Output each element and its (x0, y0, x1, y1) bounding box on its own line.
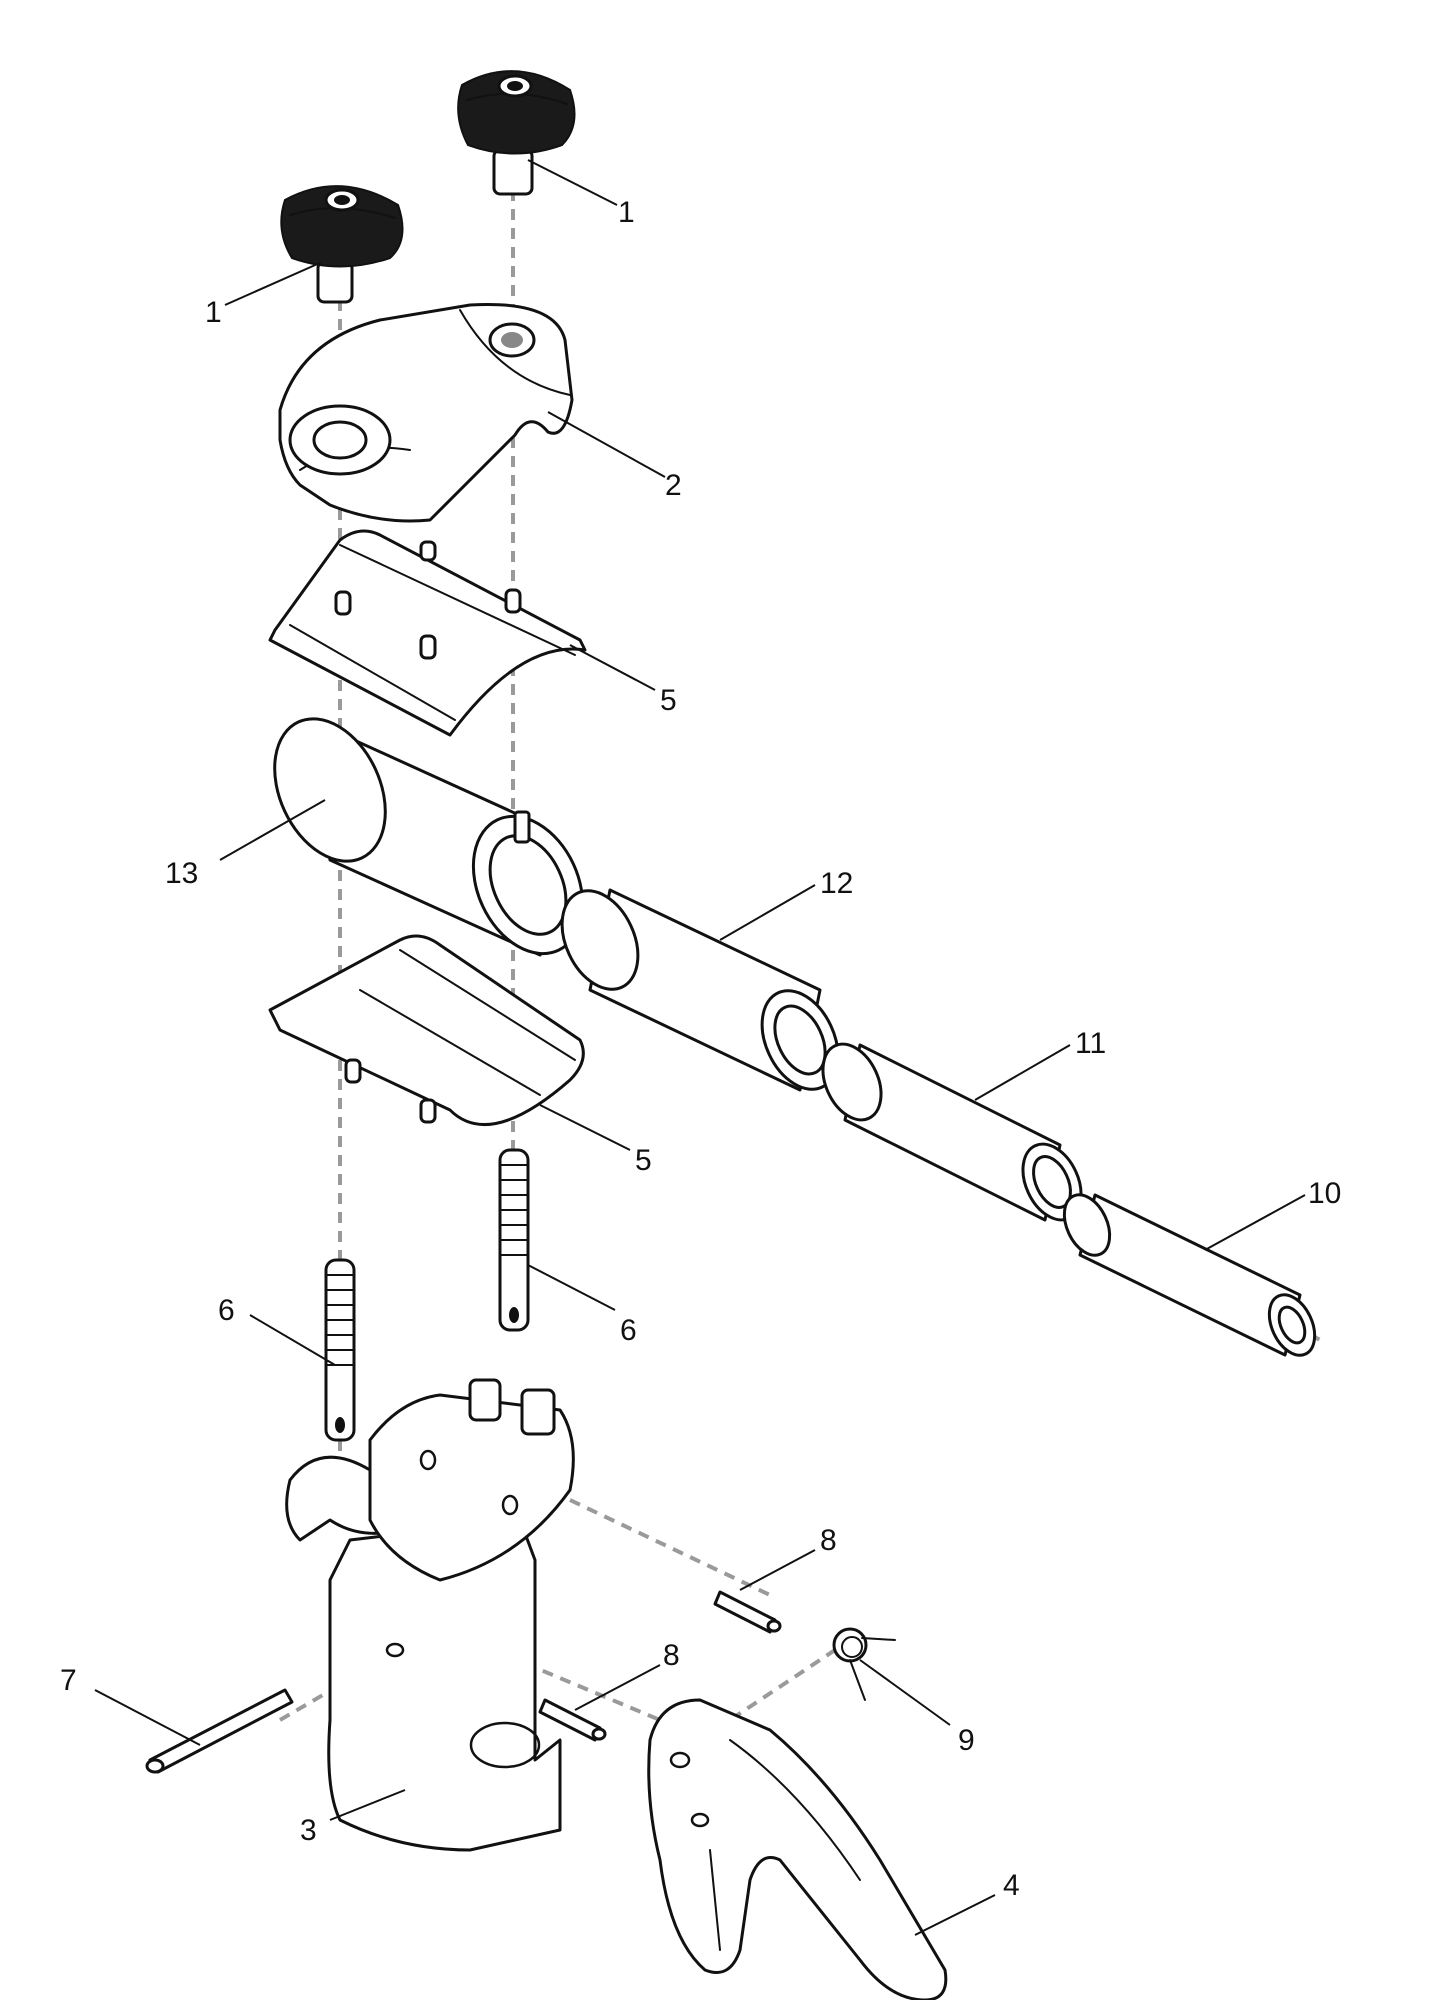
callout-4: 4 (1003, 1869, 1020, 1902)
sleeve-part-13 (273, 717, 585, 957)
callout-8-lower: 8 (663, 1639, 680, 1672)
callout-1-left: 1 (205, 296, 222, 329)
callout-5-lower: 5 (635, 1144, 652, 1177)
callout-1-right: 1 (618, 196, 635, 229)
clamp-half-part-5-lower (268, 934, 585, 1126)
tube-part-11 (821, 1042, 1083, 1222)
callout-5-upper: 5 (660, 684, 677, 717)
callout-11: 11 (1075, 1027, 1106, 1060)
threaded-rod-part-6-right (498, 1148, 530, 1332)
callout-6-right: 6 (620, 1314, 637, 1347)
clamp-half-part-5-upper (268, 529, 587, 737)
tube-part-12 (560, 888, 840, 1092)
callout-7: 7 (60, 1664, 77, 1697)
callout-13: 13 (165, 857, 198, 890)
pin-part-8-lower (538, 1698, 607, 1742)
callout-3: 3 (300, 1814, 317, 1847)
knob-part-1-left (280, 185, 404, 304)
pin-part-7 (145, 1688, 294, 1774)
clamp-top-part-2 (278, 302, 574, 523)
threaded-rod-part-6-left (324, 1258, 356, 1442)
callout-8-upper: 8 (820, 1524, 837, 1557)
callout-6-left: 6 (218, 1294, 235, 1327)
base-body-part-3 (285, 1378, 575, 1852)
callout-labels: 1 1 2 5 13 12 11 5 10 6 6 8 8 7 9 3 4 (60, 196, 1341, 1902)
knob-part-1-right (457, 70, 576, 196)
lever-part-4 (647, 1698, 948, 2000)
leader-lines (94, 159, 1306, 1936)
callout-9: 9 (958, 1724, 975, 1757)
spring-part-9 (832, 1627, 896, 1701)
callout-12: 12 (820, 867, 853, 900)
tube-part-10 (1062, 1193, 1317, 1357)
callout-2: 2 (665, 469, 682, 502)
pin-part-8-upper (713, 1590, 782, 1634)
callout-10: 10 (1308, 1177, 1341, 1210)
